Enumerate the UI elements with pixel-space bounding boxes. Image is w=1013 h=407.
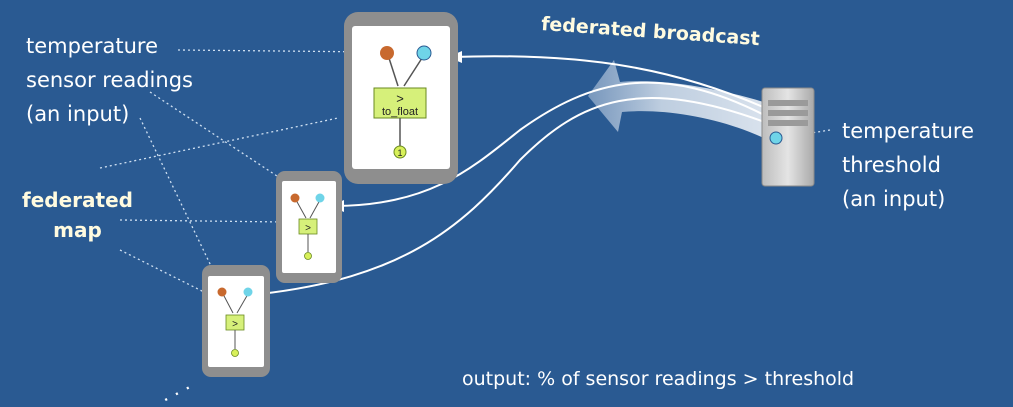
- phone-device-icon: [202, 265, 270, 377]
- temperature-threshold-line-3: (an input): [842, 187, 946, 211]
- dotted-leaders: [99, 49, 831, 297]
- operator-symbol-small: >: [232, 319, 238, 330]
- phone-device-icon: [344, 12, 458, 184]
- broadcast-links: [259, 55, 771, 295]
- temperature-sensor-label: temperature sensor readings (an input): [26, 29, 193, 131]
- more-devices-ellipsis: . . .: [155, 370, 194, 406]
- server-tower-icon: [761, 87, 815, 187]
- output-value-large: 1: [397, 148, 402, 158]
- temperature-threshold-line-1: temperature: [842, 119, 974, 143]
- temperature-threshold-label: temperature threshold (an input): [842, 114, 974, 216]
- output-label: output: % of sensor readings > threshold: [462, 365, 854, 393]
- output-text: output: % of sensor readings > threshold: [462, 368, 855, 390]
- operator-symbol-large: >: [396, 91, 404, 106]
- operator-symbol-medium: >: [305, 223, 311, 234]
- temperature-threshold-line-2: threshold: [842, 153, 941, 177]
- temperature-sensor-line-3: (an input): [26, 102, 130, 126]
- temperature-sensor-line-1: temperature: [26, 34, 158, 58]
- federated-map-line-1: federated: [22, 188, 133, 212]
- phone-device-icon: [276, 171, 342, 283]
- operator-sub-large: to_float: [382, 106, 418, 118]
- federated-map-line-2: map: [53, 218, 102, 242]
- temperature-sensor-line-2: sensor readings: [26, 68, 193, 92]
- federated-map-label: federated map: [22, 185, 133, 245]
